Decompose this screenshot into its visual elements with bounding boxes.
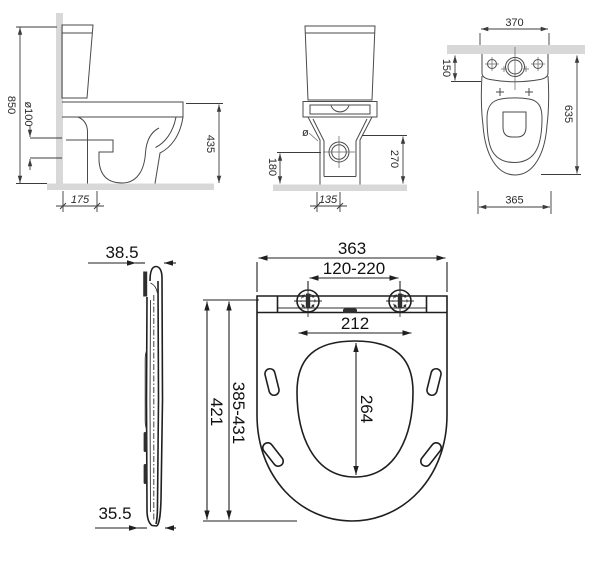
- toilet-top-view: 370 150 635 365: [440, 17, 585, 214]
- dim-thickness-top: 38.5: [88, 243, 176, 266]
- toilet-front-view: ø 180 270 135: [266, 25, 407, 212]
- wall-section-top: [447, 45, 585, 54]
- dim-label-135: 135: [319, 194, 338, 206]
- dim-label-435: 435: [204, 135, 216, 153]
- seat-hole-marks: [496, 88, 533, 96]
- hinge-tab-edges: [276, 296, 428, 313]
- ring-inner-profile: [149, 299, 151, 513]
- inlet-circle-inner: [507, 59, 523, 75]
- lid-nose-curve: [150, 282, 158, 294]
- bumper-lower: [143, 464, 147, 484]
- dim-height-850: 850: [5, 26, 57, 184]
- dim-label-180: 180: [266, 158, 278, 176]
- dim-label-35-5: 35.5: [98, 504, 131, 523]
- rim-band: [302, 101, 378, 118]
- center-latch-mark: [343, 308, 357, 313]
- dim-opening-depth-264: 264: [353, 343, 376, 475]
- dim-wall-offset-150: 150: [440, 55, 481, 82]
- hinge-left: [294, 286, 322, 317]
- dim-label-421: 421: [207, 398, 226, 426]
- seat-shelf: [62, 101, 184, 118]
- dim-inlet-180: 180: [266, 152, 321, 184]
- bumper-lower-left: [261, 442, 285, 467]
- bowl-interior-curve: [98, 152, 146, 184]
- dim-base-135: 135: [310, 192, 347, 212]
- water-area-outline: [502, 111, 527, 138]
- ring-outer-profile: [145, 296, 158, 527]
- dim-outlet-175: 175: [56, 191, 104, 212]
- lid-outer-profile: [149, 265, 164, 527]
- dim-cistern-370: 370: [479, 17, 550, 45]
- left-bolt-crosshair: [485, 57, 499, 71]
- bumper-upper: [143, 432, 147, 452]
- drain-crosshair: [323, 136, 355, 168]
- water-arc: [330, 105, 350, 113]
- dim-label-370: 370: [505, 17, 523, 29]
- bowl-inner-front: [155, 116, 177, 148]
- dim-label-drain: ø100: [22, 101, 34, 126]
- dim-label-175: 175: [71, 194, 90, 206]
- pedestal-left: [307, 116, 321, 185]
- diameter-symbol: ø: [302, 127, 309, 139]
- floor-section: [47, 183, 214, 190]
- dim-opening-width-212: 212: [298, 314, 412, 336]
- dim-thickness-bottom: 35.5: [95, 504, 176, 531]
- dim-hinge-spacing: 120-220: [307, 259, 401, 289]
- dim-label-385-431: 385-431: [229, 382, 248, 444]
- floor-section-front: [273, 184, 407, 191]
- dim-label-363: 363: [338, 239, 366, 258]
- bumper-upper-left: [264, 367, 280, 397]
- dim-label-264: 264: [357, 395, 376, 423]
- dim-seat-width-363: 363: [256, 239, 448, 292]
- dim-drain-diameter: ø100: [22, 101, 62, 170]
- pedestal-inner: [312, 118, 368, 177]
- dim-ledge-270: 270: [362, 135, 407, 184]
- ring-side-bulge: [144, 349, 148, 431]
- bowl-rear-edge: [77, 116, 88, 184]
- dim-bowl-365: 365: [477, 191, 552, 214]
- dim-label-635: 635: [562, 105, 574, 123]
- cistern-front-outline: [304, 25, 376, 101]
- seat-opening: [296, 340, 414, 478]
- seat-lid-outline: [256, 295, 448, 522]
- bumper-upper-right: [426, 367, 442, 397]
- hinge-block: [143, 271, 148, 297]
- dim-label-120-220: 120-220: [323, 259, 385, 278]
- seat-top-view: 363 120-220 212 264 421 385-431: [203, 239, 448, 522]
- pedestal-right: [359, 116, 373, 185]
- dim-seat-lengths: 421 385-431: [203, 299, 297, 522]
- dim-bowl-height-435: 435: [186, 103, 223, 183]
- dim-label-365: 365: [505, 195, 523, 207]
- inlet-circle-outer: [505, 57, 525, 77]
- seat-side-view: 38.5 35.5: [88, 243, 176, 531]
- bowl-front-edge: [154, 116, 184, 184]
- dim-depth-635: 635: [541, 55, 581, 175]
- rim-inner: [309, 104, 371, 115]
- diameter-leader: [308, 132, 319, 142]
- inlet-side-marks: [501, 66, 529, 72]
- dim-label-270: 270: [388, 150, 400, 168]
- hinge-right: [386, 286, 414, 317]
- wall-section: [56, 13, 63, 190]
- dim-label-850: 850: [5, 96, 17, 114]
- right-bolt-crosshair: [531, 57, 545, 71]
- lid-inner-profile: [155, 280, 160, 525]
- dim-label-212: 212: [341, 314, 369, 333]
- dim-label-38-5: 38.5: [105, 243, 138, 262]
- bumper-lower-right: [419, 442, 443, 467]
- trapway-outline: [66, 139, 114, 161]
- bowl-top-outline: [480, 75, 550, 176]
- seat-opening-outline: [486, 97, 543, 164]
- dim-label-150: 150: [440, 59, 452, 77]
- toilet-side-view: 850 ø100 435 175: [5, 13, 223, 212]
- cistern-outline: [61, 24, 94, 99]
- trap-weir-line: [145, 127, 160, 153]
